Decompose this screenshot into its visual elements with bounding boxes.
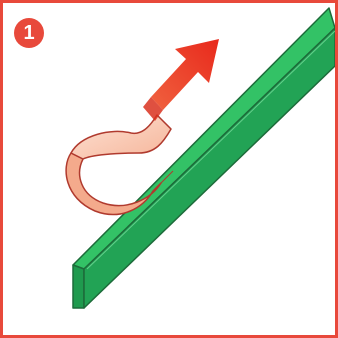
step-number-badge: 1	[14, 18, 44, 48]
peel-direction-arrow-icon	[143, 39, 219, 121]
peel-illustration	[3, 3, 335, 335]
